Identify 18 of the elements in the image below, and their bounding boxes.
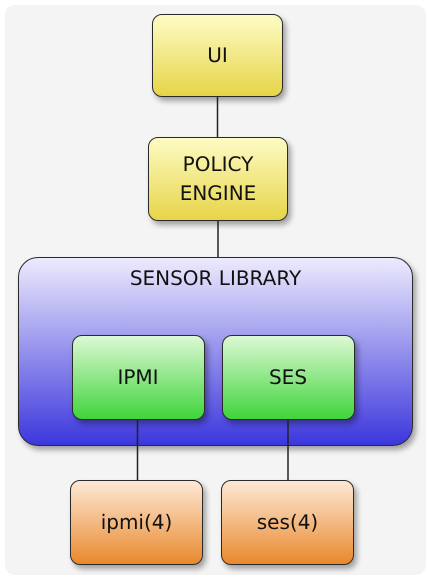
process-box	[72, 334, 204, 420]
process-box	[148, 137, 288, 221]
connector-line	[136, 420, 138, 480]
connector-line	[287, 420, 289, 480]
box-label: POLICY ENGINE	[178, 151, 258, 207]
process-box	[222, 334, 354, 420]
connector-line	[217, 221, 219, 257]
container-box	[18, 257, 413, 446]
box-label: SENSOR LIBRARY	[130, 266, 302, 290]
process-box	[221, 480, 354, 565]
process-box	[152, 14, 283, 97]
box-label: UI	[207, 42, 228, 69]
connector-line	[216, 97, 218, 137]
box-label: ses(4)	[256, 509, 318, 536]
box-label: ipmi(4)	[100, 509, 172, 536]
process-box	[70, 480, 203, 565]
box-label: SES	[268, 364, 308, 390]
box-label: IPMI	[117, 364, 159, 390]
